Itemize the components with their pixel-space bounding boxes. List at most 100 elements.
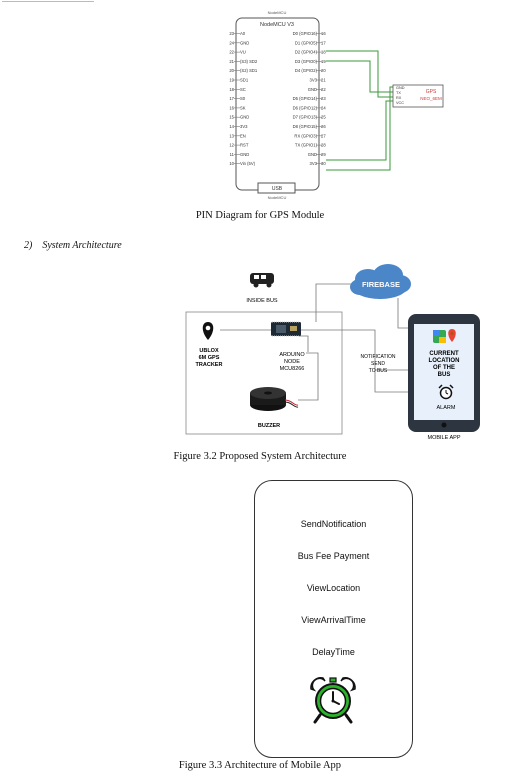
- pin-diagram-svg: NodeMCU NodeMCU V3 USB NodeMCU GPS NEO_6…: [229, 10, 444, 200]
- left-pin-number: 21: [229, 59, 234, 64]
- gps-label: GPS: [426, 89, 437, 95]
- gps-pin-name: RX: [396, 96, 402, 100]
- board-top-label: NodeMCU: [268, 10, 287, 15]
- left-pin-name: SC: [240, 87, 246, 92]
- right-pin-name: 3V3: [310, 78, 318, 83]
- notification-label-1: NOTIFICATION: [361, 354, 396, 360]
- menu-item-bus-fee-payment[interactable]: Bus Fee Payment: [297, 551, 370, 561]
- left-pin-number: 19: [229, 78, 234, 83]
- buzzer-icon: [250, 387, 299, 411]
- ublox-label-2: 6M GPS: [199, 355, 220, 361]
- menu-item-view-location[interactable]: ViewLocation: [306, 583, 361, 593]
- right-pin-name: D2 (GPIO4): [295, 50, 318, 55]
- inside-bus-label: INSIDE BUS: [246, 298, 278, 304]
- right-pin-number: 21: [321, 78, 326, 83]
- menu-item-view-arrival-time[interactable]: ViewArrivalTime: [301, 615, 366, 625]
- board-bottom-label: NodeMCU: [268, 195, 287, 200]
- left-pin-name: SD1: [240, 78, 249, 83]
- left-pin-name: (S3) SD2: [240, 59, 258, 64]
- menu-item-delay-time[interactable]: DelayTime: [312, 647, 355, 657]
- section-number: 2): [24, 240, 33, 251]
- section-title: System Architecture: [42, 240, 122, 251]
- arduino-board-icon: [271, 321, 301, 337]
- gps-model-label: NEO_6EM: [420, 96, 442, 101]
- left-pin-number: 15: [229, 115, 234, 120]
- left-pin-name: A0: [240, 31, 246, 36]
- gps-wires: [326, 50, 394, 171]
- menu-item-send-notification[interactable]: SendNotification: [300, 519, 367, 529]
- ublox-label-3: TRACKER: [196, 362, 223, 368]
- right-pin-name: D6 (GPIO12): [293, 105, 318, 110]
- firebase-cloud-icon: [350, 264, 411, 299]
- left-pin-number: 24: [229, 40, 234, 45]
- right-pin-name: RX (GPIO3): [294, 133, 317, 138]
- right-pin-number: 26: [321, 124, 326, 129]
- right-pin-number: 20: [321, 68, 326, 73]
- left-pin-number: 17: [229, 96, 234, 101]
- right-pin-name: 3V3: [310, 161, 318, 166]
- buzzer-label: BUZZER: [258, 423, 280, 429]
- left-pin-name: (S2) SD1: [240, 68, 258, 73]
- gps-pin-name: GND: [396, 86, 405, 90]
- gps-wire: [326, 60, 394, 93]
- right-pin-number: 25: [321, 115, 326, 120]
- left-pin-number: 22: [229, 50, 234, 55]
- right-pin-number: 18: [321, 50, 326, 55]
- arduino-label-3: MCU8266: [280, 366, 305, 372]
- alarm-clock-icon: [310, 677, 356, 724]
- left-pin-number: 16: [229, 105, 234, 110]
- notification-label-2: SEND: [371, 361, 385, 367]
- left-pin-number: 14: [229, 124, 234, 129]
- right-pin-name: TX (GPIO1): [295, 143, 318, 148]
- left-pin-number: 13: [229, 133, 234, 138]
- right-pin-number: 30: [321, 161, 326, 166]
- right-pin-name: D5 (GPIO14): [293, 96, 318, 101]
- left-pin-number: 23: [229, 31, 234, 36]
- pin-diagram-figure: NodeMCU NodeMCU V3 USB NodeMCU GPS NEO_6…: [0, 0, 520, 221]
- phone-icon: [408, 314, 480, 432]
- mobile-app-frame: SendNotification Bus Fee Payment ViewLoc…: [254, 480, 413, 758]
- pin-diagram-caption: PIN Diagram for GPS Module: [195, 210, 325, 221]
- right-pin-number: 28: [321, 143, 326, 148]
- architecture-svg: INSIDE BUS FIREBASE UBLOX 6M GPS TRACKER…: [185, 264, 480, 441]
- gps-module: [392, 84, 444, 108]
- arduino-label-1: ARDUINO: [279, 352, 305, 358]
- right-pin-number: 19: [321, 59, 326, 64]
- left-pin-name: Vin (5V): [240, 161, 256, 166]
- right-pin-number: 23: [321, 96, 326, 101]
- small-alarm-icon: [438, 384, 454, 400]
- map-icon: [433, 329, 456, 343]
- firebase-label: FIREBASE: [362, 280, 400, 289]
- right-pin-name: D7 (GPIO13): [293, 115, 318, 120]
- current-location-label-4: BUS: [438, 372, 451, 378]
- left-pin-number: 20: [229, 68, 234, 73]
- current-location-label-1: CURRENT: [429, 351, 459, 357]
- right-pin-number: 22: [321, 87, 326, 92]
- mobile-app-label: MOBILE APP: [427, 435, 460, 441]
- left-pin-number: 10: [229, 161, 234, 166]
- right-pin-name: D1 (GPIO5): [295, 40, 318, 45]
- gps-wire: [326, 100, 394, 161]
- board-title: NodeMCU V3: [260, 22, 294, 28]
- right-pin-name: GND: [308, 87, 317, 92]
- left-pin-name: 3V3: [240, 124, 248, 129]
- architecture-caption: Figure 3.2 Proposed System Architecture: [173, 451, 347, 462]
- left-pin-name: GND: [240, 152, 249, 157]
- right-pin-name: GND: [308, 152, 317, 157]
- left-pin-number: 12: [229, 143, 234, 148]
- usb-port: [257, 182, 296, 194]
- gps-pin-name: TX: [396, 91, 401, 95]
- gps-wire: [326, 86, 394, 171]
- left-pin-number: 11: [230, 152, 235, 157]
- left-pin-name: EN: [240, 133, 246, 138]
- arduino-label-2: NODE: [284, 359, 300, 365]
- right-pin-name: D8 (GPIO15): [293, 124, 318, 129]
- left-pin-name: S0: [240, 96, 246, 101]
- right-pin-name: D4 (GPIO2): [295, 68, 318, 73]
- right-pin-number: 16: [321, 31, 326, 36]
- left-pin-name: GND: [240, 40, 249, 45]
- right-pin-number: 17: [321, 40, 326, 45]
